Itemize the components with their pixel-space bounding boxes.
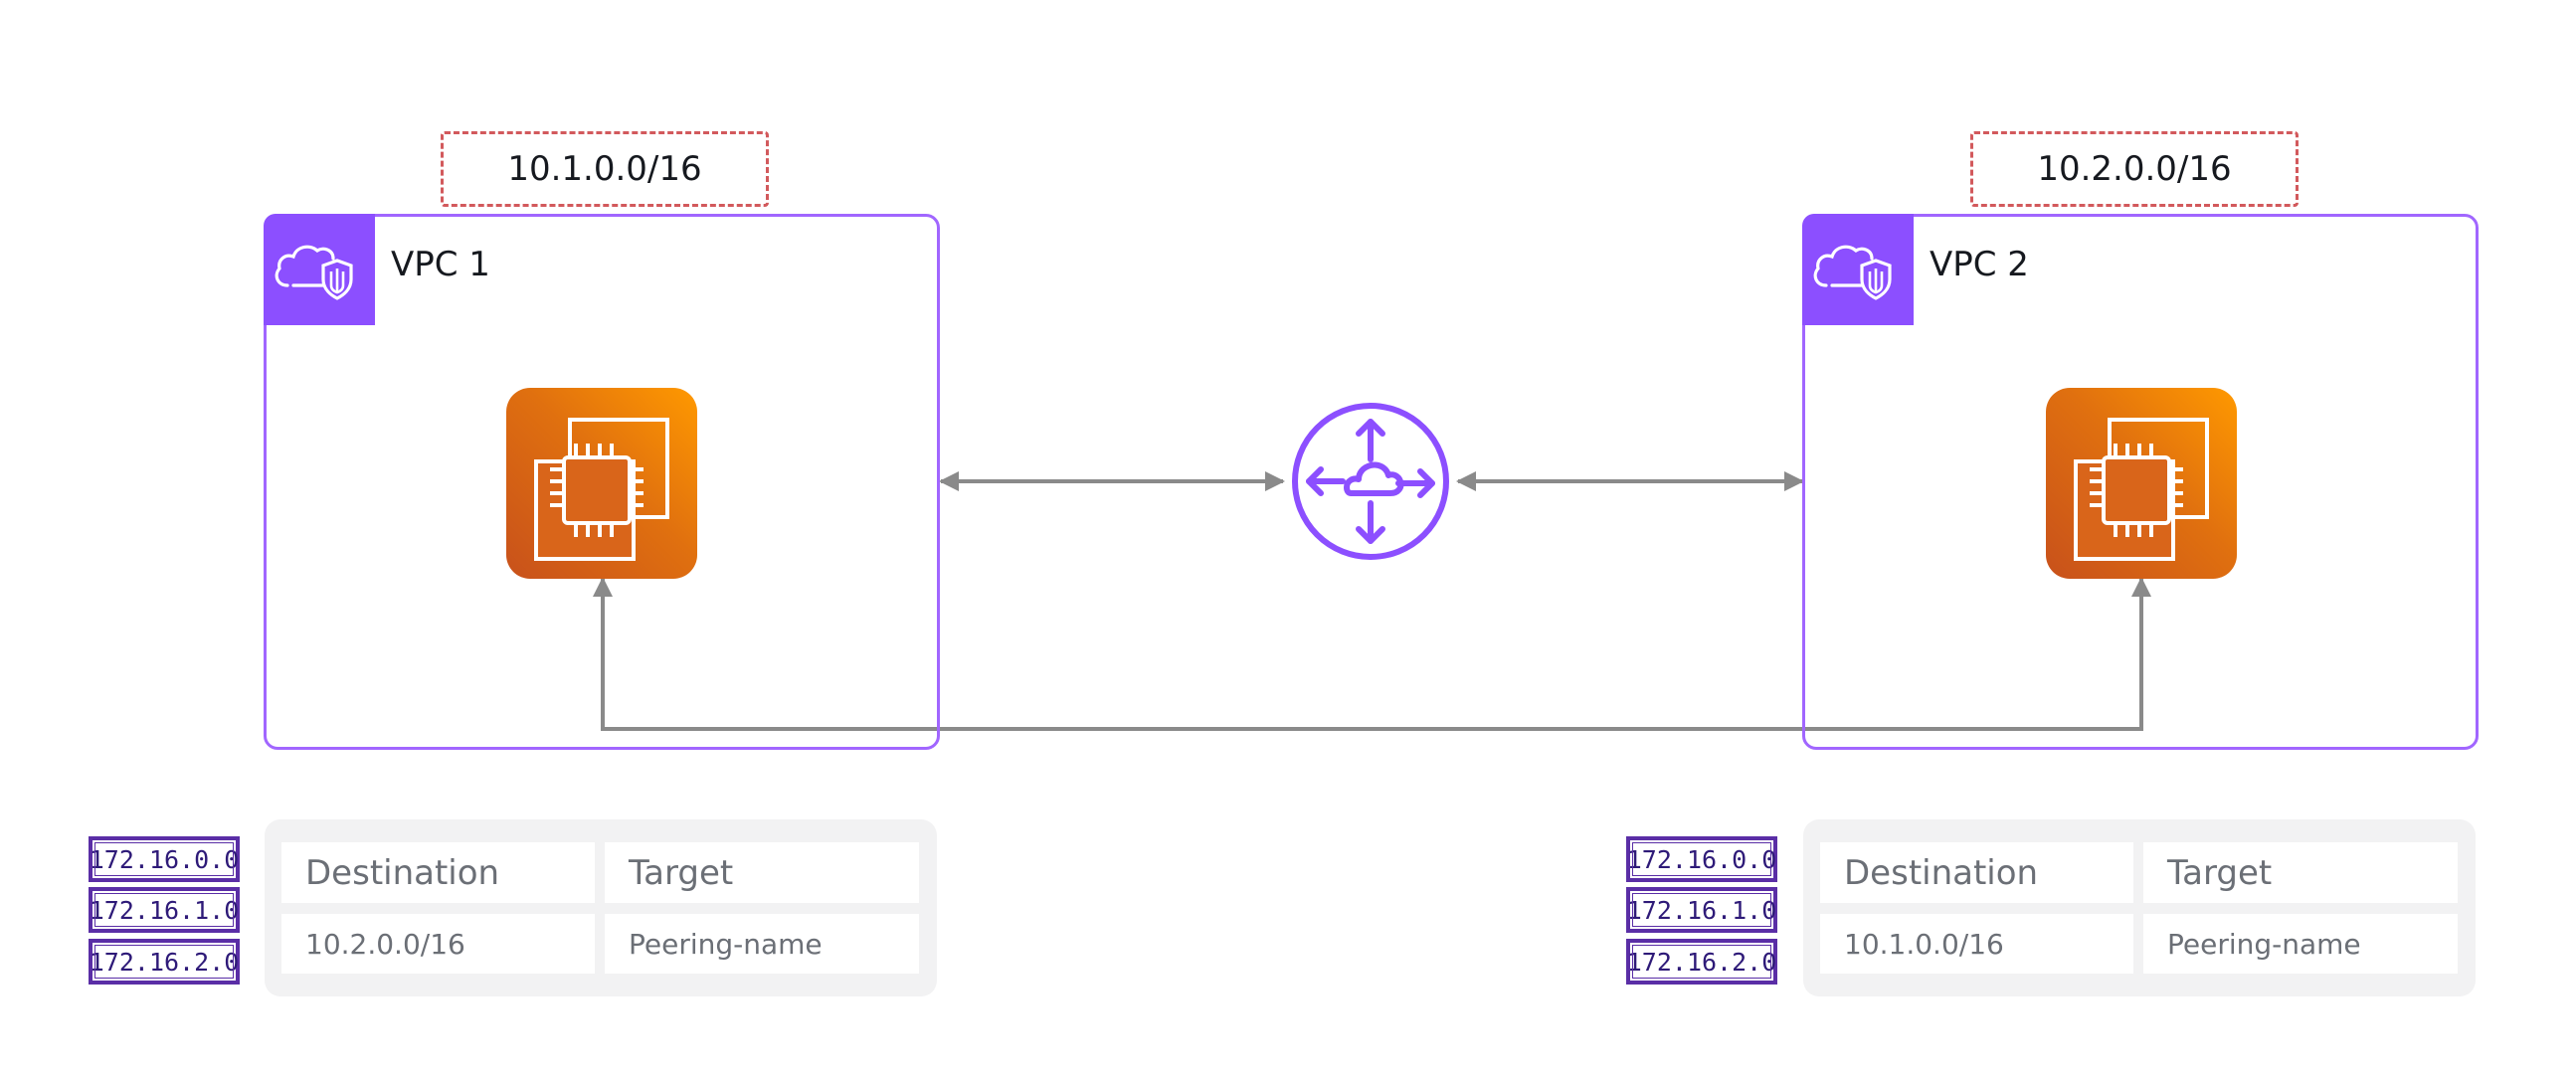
vpc1-label: VPC 1	[391, 245, 490, 284]
route-table-header-destination: Destination	[1820, 842, 2133, 903]
vpc2-label: VPC 2	[1930, 245, 2029, 284]
vpc1-cidr-tag: 10.1.0.0/16	[441, 131, 769, 207]
prefix-list-entry: 172.16.0.0	[1626, 836, 1777, 882]
vpc-cloud-shield-icon	[264, 214, 375, 325]
route-table-header-target: Target	[2143, 842, 2458, 903]
prefix-list-entry: 172.16.2.0	[1626, 939, 1777, 985]
route-target-value: Peering-name	[2143, 914, 2458, 974]
route-destination-value: 10.1.0.0/16	[1820, 914, 2133, 974]
prefix-list-entry: 172.16.2.0	[89, 939, 240, 985]
route-table-header-destination: Destination	[281, 842, 595, 903]
route-target-value: Peering-name	[605, 914, 919, 974]
vpc-cloud-shield-icon	[1802, 214, 1914, 325]
instance-to-instance-arrow	[593, 577, 2151, 731]
vpc1-route-table: Destination Target 10.2.0.0/16 Peering-n…	[265, 819, 937, 996]
vpc2-route-table: Destination Target 10.1.0.0/16 Peering-n…	[1803, 819, 2476, 996]
route-destination-value: 10.2.0.0/16	[281, 914, 595, 974]
route-table-header-target: Target	[605, 842, 919, 903]
prefix-list-entry: 172.16.1.0	[89, 887, 240, 933]
prefix-list-entry: 172.16.1.0	[1626, 887, 1777, 933]
ec2-instance-icon	[2046, 388, 2237, 579]
vpc2-group: VPC 2	[1802, 214, 2479, 750]
ec2-instance-icon	[506, 388, 697, 579]
vpc1-group: VPC 1	[264, 214, 940, 750]
vpc2-cidr-tag: 10.2.0.0/16	[1970, 131, 2299, 207]
peering-connection-icon	[1291, 402, 1450, 561]
prefix-list-entry: 172.16.0.0	[89, 836, 240, 882]
